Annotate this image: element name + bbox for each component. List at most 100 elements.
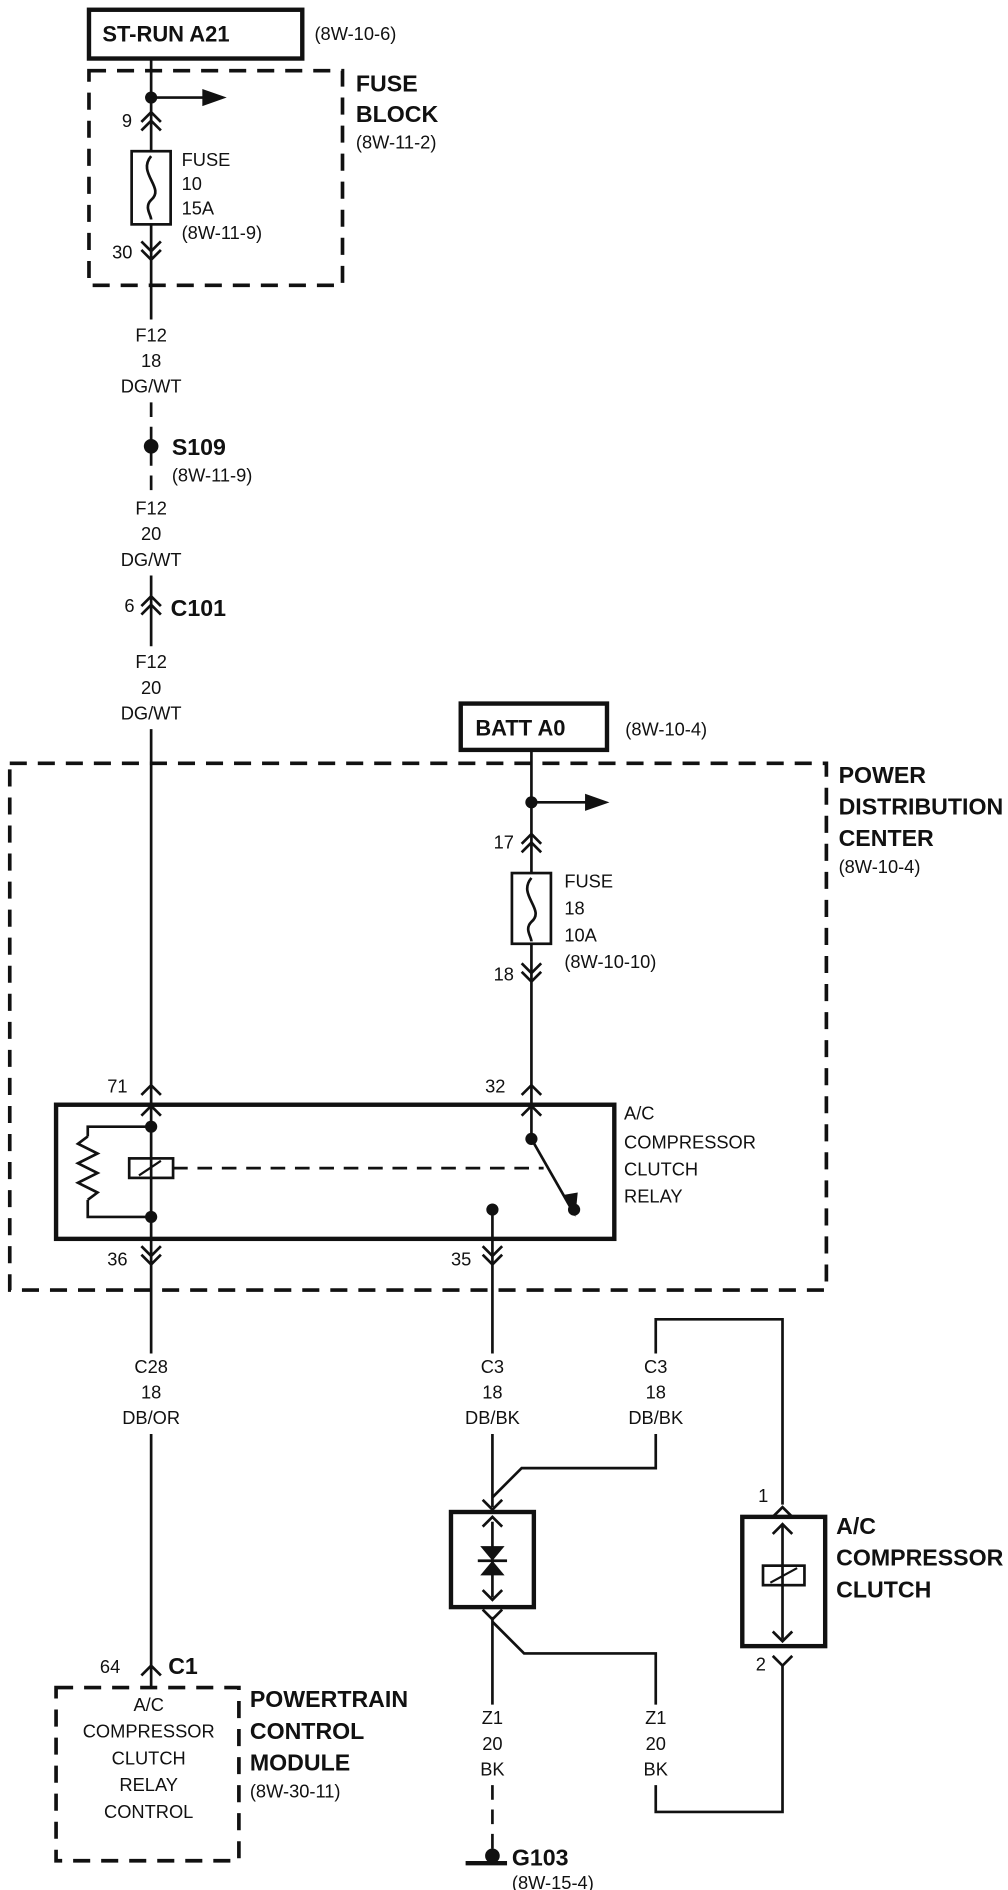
batt-source-ref: (8W-10-4) bbox=[625, 718, 707, 739]
clutch-pin2-connector-icon bbox=[771, 1654, 794, 1668]
wire-z1-right-color: BK bbox=[644, 1758, 668, 1779]
wire-z1-left-circuit: Z1 bbox=[482, 1707, 503, 1728]
splice-s109-dot bbox=[143, 438, 159, 454]
fuse18-body bbox=[510, 871, 553, 946]
pcm-connector-label: C1 bbox=[168, 1653, 198, 1679]
wire-c28-circuit: C28 bbox=[134, 1356, 168, 1377]
wire-a-circuit: F12 bbox=[135, 324, 166, 345]
c1-connector-icon bbox=[140, 1663, 162, 1677]
wire-a-gauge: 18 bbox=[141, 350, 161, 371]
wire-c3-right-color: DB/BK bbox=[628, 1407, 683, 1428]
pin71-connector-icon bbox=[140, 1083, 162, 1096]
pin35-label: 35 bbox=[451, 1249, 471, 1270]
relay-label-2: COMPRESSOR bbox=[624, 1132, 756, 1153]
clutch-coil-icon bbox=[761, 1564, 806, 1587]
pdc-title-3: CENTER bbox=[839, 825, 934, 851]
pcm-function-2: COMPRESSOR bbox=[83, 1721, 215, 1742]
diode-upper-icon bbox=[480, 1546, 505, 1561]
pcm-title-3: MODULE bbox=[250, 1749, 350, 1775]
fuse10-line1: FUSE bbox=[182, 149, 231, 170]
wire-c3-left-circuit: C3 bbox=[481, 1356, 504, 1377]
clutch-title-2: COMPRESSOR bbox=[836, 1545, 1004, 1571]
fuse18-line1: FUSE bbox=[564, 871, 613, 892]
pcm-function-4: RELAY bbox=[119, 1774, 178, 1795]
pdc-boundary bbox=[7, 761, 829, 1292]
wire-b-gauge: 20 bbox=[141, 523, 161, 544]
fuse-block-boundary bbox=[87, 68, 345, 288]
pcm-function-5: CONTROL bbox=[104, 1801, 193, 1822]
diode-top-connector-icon bbox=[481, 1498, 504, 1512]
c101-pin-label: 6 bbox=[124, 595, 134, 616]
pdc-title-2: DISTRIBUTION bbox=[839, 794, 1004, 820]
wire-c3-left-gauge: 18 bbox=[482, 1382, 502, 1403]
z1-right-junction-wire bbox=[491, 1620, 658, 1705]
wire-c-circuit: F12 bbox=[135, 651, 166, 672]
batt-source-label: BATT A0 bbox=[475, 715, 565, 740]
relay-resistor-icon bbox=[75, 1135, 101, 1201]
clutch-body bbox=[740, 1514, 828, 1649]
wire-a-color: DG/WT bbox=[121, 376, 182, 397]
pcm-title-2: CONTROL bbox=[250, 1718, 364, 1744]
clutch-pin2-label: 2 bbox=[756, 1654, 766, 1675]
fuse10-line2: 10 bbox=[182, 173, 202, 194]
wire-z1-left-gauge: 20 bbox=[482, 1733, 502, 1754]
diode-lower-icon bbox=[480, 1560, 505, 1576]
pin30-label: 30 bbox=[112, 241, 132, 262]
relay-label-1: A/C bbox=[624, 1102, 654, 1123]
pcm-function-3: CLUTCH bbox=[112, 1747, 186, 1768]
st-run-source-label: ST-RUN A21 bbox=[102, 21, 229, 46]
pin9-connector-icon bbox=[140, 110, 162, 123]
batt-source-box bbox=[458, 701, 610, 753]
wire-c3-right-gauge: 18 bbox=[646, 1382, 666, 1403]
fuse18-ref: (8W-10-10) bbox=[564, 951, 656, 972]
diode-module-box bbox=[448, 1509, 537, 1610]
c101-label: C101 bbox=[171, 595, 226, 621]
pin36-label: 36 bbox=[107, 1249, 127, 1270]
pcm-pin-label: 64 bbox=[100, 1656, 120, 1677]
pin32-connector-icon bbox=[520, 1083, 543, 1096]
splice-s109-ref: (8W-11-9) bbox=[172, 465, 253, 486]
st-run-source-ref: (8W-10-6) bbox=[314, 23, 396, 44]
clutch-pin1-connector-icon bbox=[771, 1505, 794, 1518]
fuse10-ref: (8W-11-9) bbox=[182, 222, 263, 243]
c3-to-clutch-wire bbox=[654, 1318, 784, 1505]
pin17-connector-icon bbox=[520, 832, 543, 845]
c3-right-junction-wire bbox=[491, 1433, 658, 1499]
ground-label: G103 bbox=[512, 1845, 569, 1871]
pcm-ref: (8W-30-11) bbox=[250, 1780, 341, 1801]
fuse18-element-icon bbox=[525, 877, 537, 942]
pin71-label: 71 bbox=[107, 1076, 127, 1097]
fuse18-line3: 10A bbox=[564, 924, 597, 945]
z1-to-clutch-wire bbox=[654, 1665, 784, 1814]
wire-c3-right-circuit: C3 bbox=[644, 1356, 667, 1377]
wire-c28-color: DB/OR bbox=[122, 1407, 180, 1428]
pcm-title-1: POWERTRAIN bbox=[250, 1686, 408, 1712]
fuse10-element-icon bbox=[145, 155, 157, 220]
pdc-ref: (8W-10-4) bbox=[839, 856, 921, 877]
clutch-title-3: CLUTCH bbox=[836, 1576, 931, 1602]
wire-c-gauge: 20 bbox=[141, 677, 161, 698]
pin9-label: 9 bbox=[122, 110, 132, 131]
pin30-connector-icon bbox=[140, 240, 162, 254]
switch-contact-dot bbox=[567, 1203, 581, 1216]
wire-c3-left-color: DB/BK bbox=[465, 1407, 520, 1428]
wire-z1-right-gauge: 20 bbox=[646, 1733, 666, 1754]
pin18-label: 18 bbox=[494, 963, 514, 984]
wire-b-circuit: F12 bbox=[135, 498, 166, 519]
wire-c-color: DG/WT bbox=[121, 702, 182, 723]
splice-s109-label: S109 bbox=[172, 434, 226, 460]
fuse-block-title-2: BLOCK bbox=[356, 101, 439, 127]
fuse10-body bbox=[130, 149, 172, 226]
wire-c28-gauge: 18 bbox=[141, 1382, 161, 1403]
fuse18-line2: 18 bbox=[564, 898, 584, 919]
wire-b-color: DG/WT bbox=[121, 549, 182, 570]
relay-label-3: CLUTCH bbox=[624, 1158, 698, 1179]
ground-dot-icon bbox=[485, 1848, 500, 1864]
fuse10-line3: 15A bbox=[182, 198, 215, 219]
clutch-title-1: A/C bbox=[836, 1513, 876, 1539]
pin32-label: 32 bbox=[485, 1076, 505, 1097]
fuse-block-title-1: FUSE bbox=[356, 70, 418, 96]
pdc-title-1: POWER bbox=[839, 762, 927, 788]
relay-body bbox=[53, 1102, 617, 1242]
